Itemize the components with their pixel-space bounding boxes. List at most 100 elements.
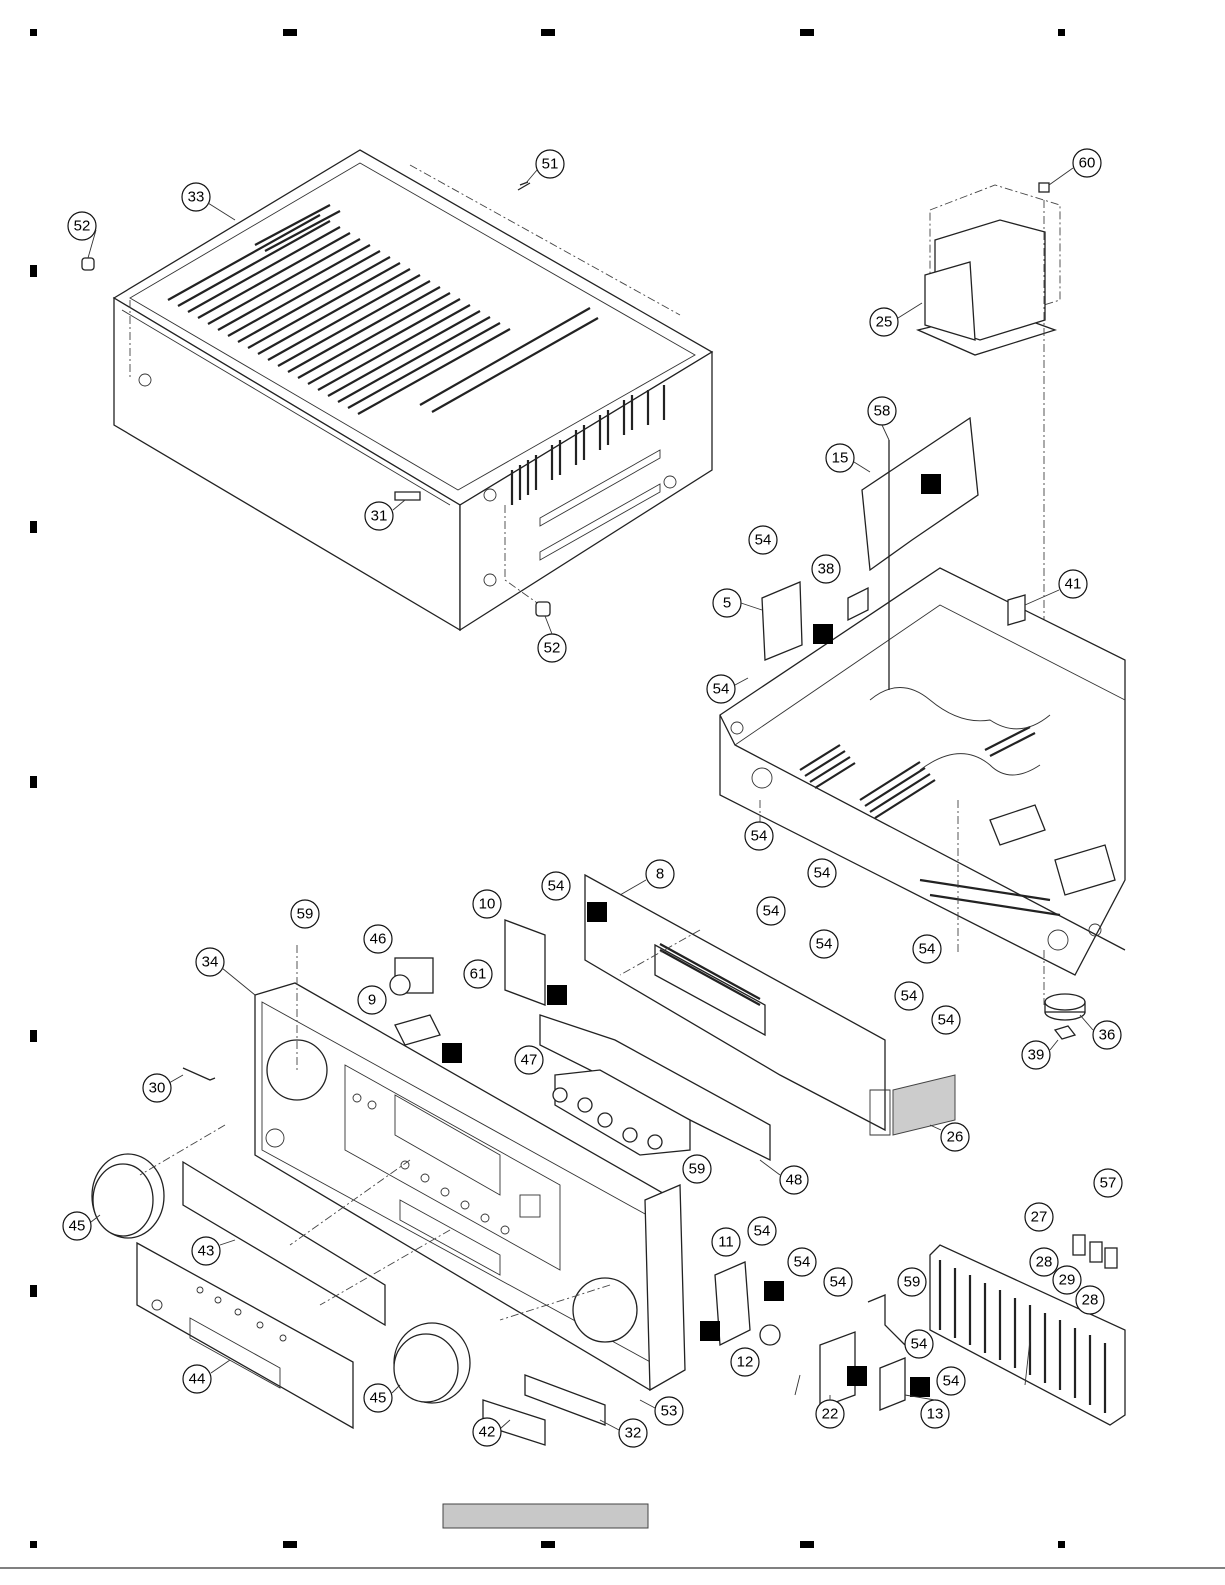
svg-text:61: 61 [470,966,487,983]
callout-34: 34 [196,948,224,976]
svg-text:12: 12 [737,1354,754,1371]
callout-44: 44 [183,1365,211,1393]
callout-11: 11 [712,1228,740,1256]
callout-52-left: 52 [68,212,96,240]
svg-text:5: 5 [723,595,731,612]
callout-31: 31 [365,502,393,530]
svg-text:54: 54 [751,828,768,845]
callout-54-i: 54 [895,982,923,1010]
board-22 [820,1332,867,1408]
svg-text:54: 54 [548,878,565,895]
svg-text:42: 42 [479,1424,496,1441]
svg-text:54: 54 [911,1336,928,1353]
svg-text:54: 54 [763,903,780,920]
callout-47: 47 [515,1046,543,1074]
screw-52-right [536,602,550,616]
svg-text:30: 30 [149,1080,166,1097]
callout-54-l: 54 [788,1248,816,1276]
svg-text:31: 31 [371,508,388,525]
footer-label-box [443,1504,648,1528]
svg-text:54: 54 [754,1223,771,1240]
callout-54-j: 54 [932,1006,960,1034]
callout-54-f: 54 [757,897,785,925]
callout-5: 5 [713,589,741,617]
callout-30: 30 [143,1074,171,1102]
transistors-28-29 [1073,1235,1117,1268]
callout-60: 60 [1073,149,1101,177]
callout-54-o: 54 [937,1367,965,1395]
callout-36: 36 [1093,1021,1121,1049]
svg-text:60: 60 [1079,155,1096,172]
svg-text:53: 53 [661,1403,678,1420]
callout-25: 25 [870,308,898,336]
knob-45-left [92,1154,164,1238]
svg-text:52: 52 [544,640,561,657]
callout-33: 33 [182,183,210,211]
svg-text:52: 52 [74,218,91,235]
svg-text:34: 34 [202,954,219,971]
callout-10: 10 [473,890,501,918]
callout-54-b: 54 [707,675,735,703]
svg-text:25: 25 [876,314,893,331]
screw-51 [518,182,530,190]
callout-54-m: 54 [824,1268,852,1296]
svg-text:45: 45 [370,1390,387,1407]
svg-text:28: 28 [1082,1292,1099,1309]
callout-53: 53 [655,1397,683,1425]
callout-54-e: 54 [542,872,570,900]
callout-54-h: 54 [913,935,941,963]
callout-54-d: 54 [808,859,836,887]
svg-text:48: 48 [786,1172,803,1189]
callout-51: 51 [536,150,564,178]
callout-54-k: 54 [748,1217,776,1245]
knob-45-right [394,1323,470,1403]
svg-text:9: 9 [368,992,376,1009]
board-10 [505,920,567,1005]
bracket-59 [868,1295,905,1345]
callout-54-c: 54 [745,822,773,850]
svg-text:39: 39 [1028,1047,1045,1064]
plate-13 [880,1358,930,1410]
svg-text:15: 15 [832,450,849,467]
svg-text:54: 54 [814,865,831,882]
callout-43: 43 [192,1237,220,1265]
svg-text:54: 54 [943,1373,960,1390]
callout-54-g: 54 [810,930,838,958]
svg-text:26: 26 [947,1129,964,1146]
svg-text:32: 32 [625,1425,642,1442]
foot-36 [1045,994,1085,1039]
callout-45-right: 45 [364,1384,392,1412]
svg-text:54: 54 [938,1012,955,1029]
svg-text:33: 33 [188,189,205,206]
holder-38 [848,588,868,620]
callout-28-a: 28 [1030,1248,1058,1276]
clip-41 [1008,595,1025,625]
svg-text:54: 54 [830,1274,847,1291]
callout-15: 15 [826,444,854,472]
svg-text:51: 51 [542,156,559,173]
callout-29: 29 [1053,1266,1081,1294]
callout-12: 12 [731,1348,759,1376]
callout-8: 8 [646,860,674,888]
jack-12 [760,1325,780,1345]
callout-61: 61 [464,960,492,988]
callout-13: 13 [921,1400,949,1428]
svg-text:28: 28 [1036,1254,1053,1271]
svg-text:10: 10 [479,896,496,913]
callout-59-c: 59 [898,1268,926,1296]
svg-text:38: 38 [818,561,835,578]
lever-30 [183,1068,215,1080]
callout-26: 26 [941,1123,969,1151]
screw-52-left [82,258,94,270]
svg-text:22: 22 [822,1406,839,1423]
svg-text:54: 54 [919,941,936,958]
callout-9: 9 [358,986,386,1014]
svg-text:41: 41 [1065,576,1082,593]
svg-text:11: 11 [718,1234,734,1251]
svg-text:43: 43 [198,1243,215,1260]
svg-text:59: 59 [689,1161,706,1178]
svg-text:58: 58 [874,403,891,420]
svg-text:54: 54 [794,1254,811,1271]
callout-54-a: 54 [749,526,777,554]
